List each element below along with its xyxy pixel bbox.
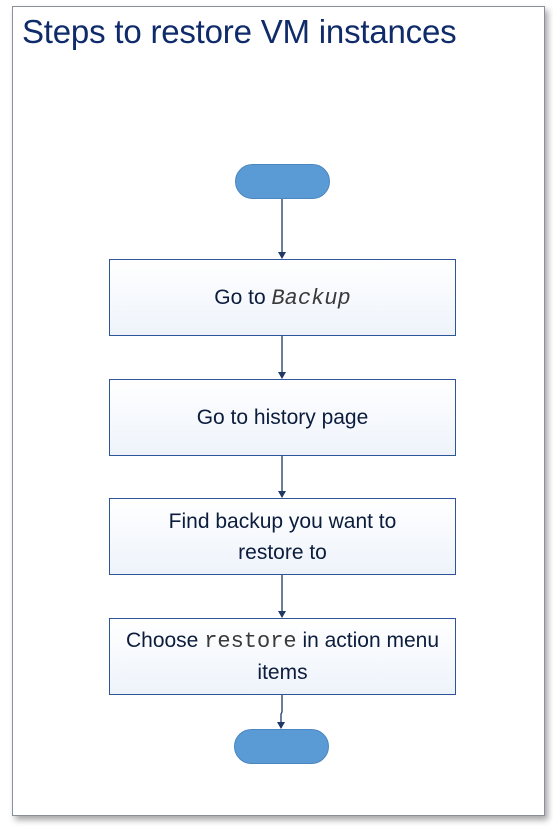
step-label: Choose restore in action menu items bbox=[123, 625, 443, 688]
step-text: Find backup you want to restore to bbox=[168, 509, 397, 564]
step-choose-restore: Choose restore in action menu items bbox=[109, 618, 456, 695]
step-text: Choose bbox=[125, 629, 205, 652]
step-text: Go to history page bbox=[196, 406, 369, 429]
step-text: Go to bbox=[214, 285, 272, 309]
step-go-to-backup: Go to Backup bbox=[109, 259, 456, 336]
step-text: in action menu items bbox=[257, 629, 440, 684]
step-code-backup: Backup bbox=[271, 285, 351, 311]
step-find-backup: Find backup you want to restore to bbox=[109, 498, 456, 575]
diagram-title: Steps to restore VM instances bbox=[22, 13, 457, 50]
step-code-restore: restore bbox=[204, 629, 297, 654]
step-label: Find backup you want to restore to bbox=[153, 506, 413, 568]
step-go-to-history: Go to history page bbox=[109, 379, 456, 456]
step-label: Go to history page bbox=[197, 402, 369, 433]
end-terminator bbox=[234, 729, 329, 764]
start-terminator bbox=[235, 164, 330, 199]
step-label: Go to Backup bbox=[214, 282, 350, 314]
